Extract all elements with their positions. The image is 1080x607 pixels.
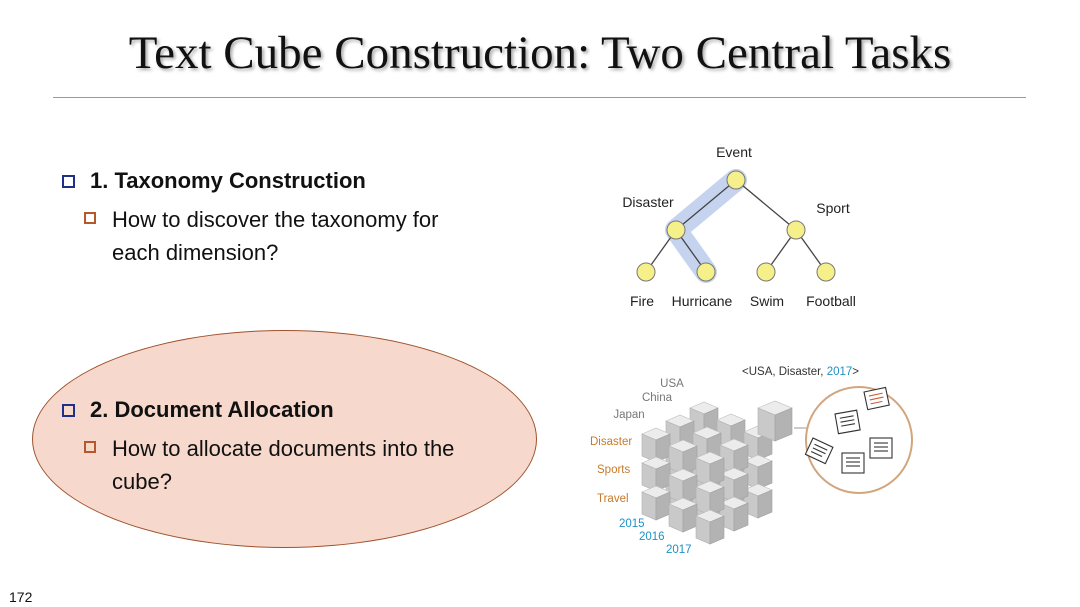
node-disaster [666, 220, 686, 240]
node-football [816, 262, 836, 282]
extracted-cell [757, 400, 793, 442]
task-1-subitem: How to discover the taxonomy for each di… [84, 203, 438, 269]
document-icon [804, 437, 834, 465]
bullet-box-icon [62, 404, 75, 417]
country-label-japan: Japan [613, 409, 644, 421]
country-label-china: China [642, 392, 673, 404]
bullet-box-icon [62, 175, 75, 188]
task-1-heading: 1. Taxonomy Construction [62, 167, 366, 195]
country-label-usa: USA [660, 378, 684, 390]
node-hurricane [696, 262, 716, 282]
task-2-subitem-line2: cube? [112, 469, 172, 494]
document-icon [869, 437, 893, 459]
title-divider [53, 97, 1026, 98]
cube-cell [668, 497, 698, 533]
taxonomy-tree-diagram: Event Disaster Sport Fire Hurricane Swim… [622, 144, 856, 309]
label-hurricane: Hurricane [672, 293, 733, 309]
label-sport: Sport [816, 200, 850, 216]
document-icons [804, 386, 893, 474]
topic-label-disaster: Disaster [590, 436, 632, 448]
year-label-2016: 2016 [639, 531, 665, 543]
highlight-ellipse [32, 330, 537, 548]
cube-blocks [641, 401, 773, 545]
task-2-heading: 2. Document Allocation [62, 396, 334, 424]
year-label-2015: 2015 [619, 518, 645, 530]
topic-label-travel: Travel [597, 493, 629, 505]
label-fire: Fire [630, 293, 654, 309]
page-number: 172 [9, 589, 33, 605]
magnified-cell-circle [805, 386, 913, 494]
document-icon [841, 452, 865, 474]
label-disaster: Disaster [622, 194, 674, 210]
task-2-subitem-line1: How to allocate documents into the [112, 436, 455, 461]
task-2-heading-text: 2. Document Allocation [90, 397, 334, 422]
slide-title: Text Cube Construction: Two Central Task… [128, 27, 952, 79]
task-1-subitem-line2: each dimension? [112, 240, 279, 265]
node-sport [786, 220, 806, 240]
task-1-subitem-text: How to discover the taxonomy for each di… [112, 203, 438, 269]
cell-tuple-label: <USA, Disaster, 2017> [742, 366, 859, 378]
sub-bullet-box-icon [84, 441, 96, 453]
topic-label-sports: Sports [597, 464, 630, 476]
year-label-2017: 2017 [666, 544, 692, 556]
task-1-heading-text: 1. Taxonomy Construction [90, 168, 366, 193]
task-1-subitem-line1: How to discover the taxonomy for [112, 207, 439, 232]
text-cube-diagram: <USA, Disaster, 2017> USA China Japan Di… [590, 366, 913, 556]
cube-cell [641, 485, 671, 521]
task-2-subitem-text: How to allocate documents into the cube? [112, 432, 454, 498]
highlighted-path [665, 169, 747, 283]
cube-cell [695, 509, 725, 545]
label-event: Event [716, 144, 752, 160]
sub-bullet-box-icon [84, 212, 96, 224]
label-swim: Swim [750, 293, 784, 309]
document-icon [834, 409, 861, 435]
node-fire [636, 262, 656, 282]
node-event [726, 170, 746, 190]
node-swim [756, 262, 776, 282]
document-icon [863, 386, 890, 411]
label-football: Football [806, 293, 856, 309]
task-2-subitem: How to allocate documents into the cube? [84, 432, 454, 498]
